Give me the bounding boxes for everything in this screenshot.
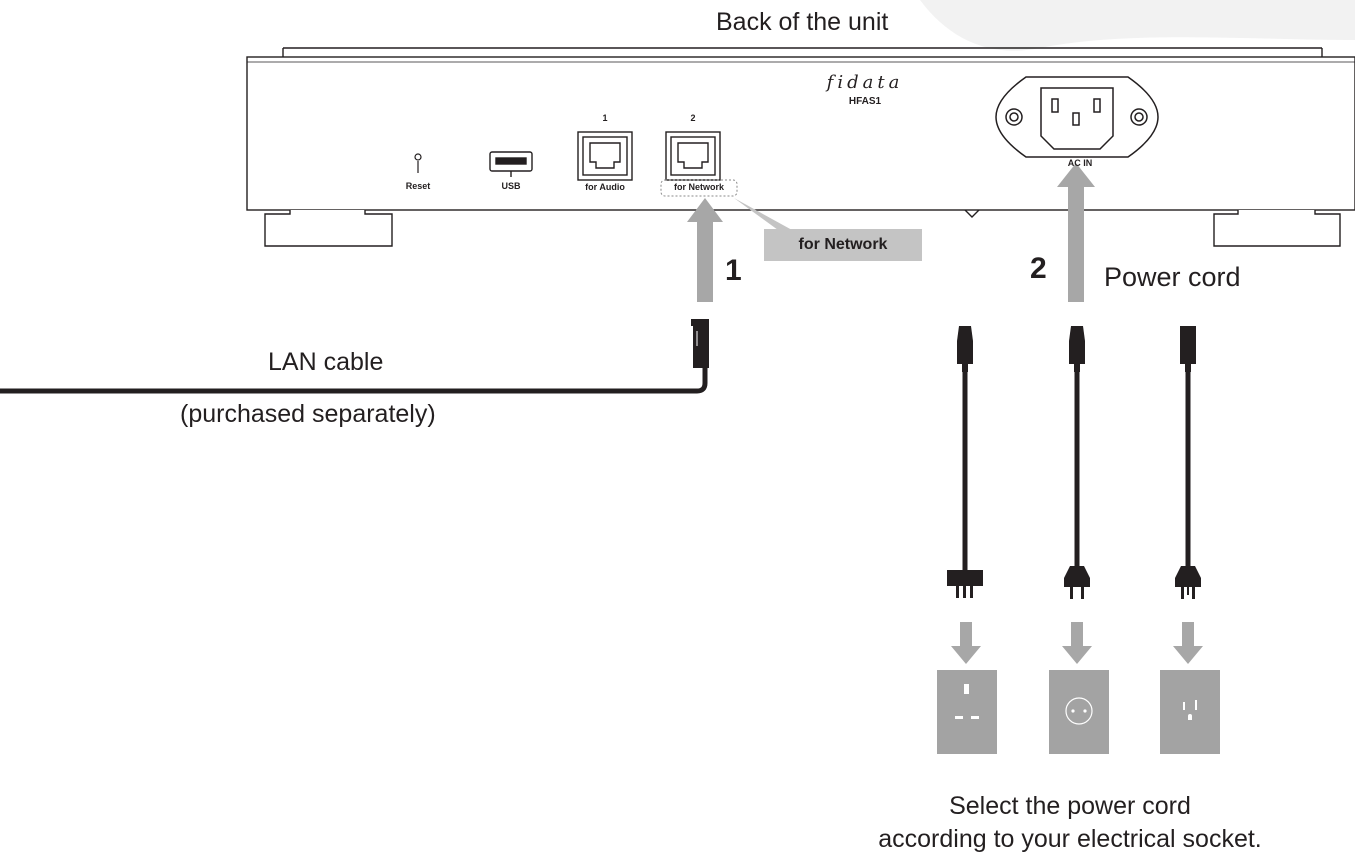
network-port-label: for Network — [673, 182, 724, 192]
network-port-number: 2 — [690, 113, 696, 123]
socket-arrow-1 — [951, 622, 981, 664]
socket-arrow-2 — [1062, 622, 1092, 664]
usb-port-icon — [489, 151, 533, 177]
background-swoosh — [920, 0, 1355, 51]
wall-socket-type-b-icon — [1160, 670, 1220, 754]
usb-label: USB — [501, 181, 521, 191]
ac-inlet-icon — [995, 76, 1159, 158]
callout-pointer — [734, 198, 792, 230]
reset-label: Reset — [405, 181, 431, 191]
select-note-line2: according to your electrical socket. — [878, 824, 1262, 853]
lan-cable — [0, 368, 708, 394]
select-note-line1: Select the power cord — [949, 792, 1191, 820]
step2-number: 2 — [1030, 252, 1047, 285]
step2-arrow — [1057, 163, 1095, 302]
ethernet-port-audio-icon — [577, 131, 633, 181]
network-port-highlight — [660, 179, 738, 197]
ac-inlet-label: AC IN — [1067, 158, 1093, 168]
model-name: HFAS1 — [848, 96, 882, 107]
step1-number: 1 — [725, 254, 742, 287]
power-cord-type-c — [1064, 326, 1090, 599]
diagram-title: Back of the unit — [716, 8, 889, 36]
ethernet-port-network-icon — [665, 131, 721, 181]
power-cord-type-g — [947, 326, 983, 598]
audio-port-number: 1 — [602, 113, 608, 123]
unit-back-panel — [246, 47, 1355, 218]
lan-cable-label: LAN cable — [268, 348, 384, 376]
wall-socket-type-c-icon — [1049, 670, 1109, 754]
select-power-cord-note: Select the power cord according to your … — [790, 790, 1350, 855]
audio-port-label: for Audio — [585, 182, 625, 192]
lan-connector-icon — [691, 319, 709, 368]
socket-arrow-3 — [1173, 622, 1203, 664]
brand-logo-text: fidata — [826, 72, 904, 93]
network-callout: for Network — [764, 229, 922, 261]
power-cord-label: Power cord — [1104, 262, 1241, 292]
purchased-separately-label: (purchased separately) — [180, 400, 436, 428]
wall-socket-type-g-icon — [937, 670, 997, 754]
power-cord-type-b — [1175, 326, 1201, 599]
unit-foot-right — [1213, 210, 1341, 247]
unit-foot-left — [264, 210, 393, 247]
reset-button-icon — [414, 153, 422, 173]
step1-arrow — [687, 198, 723, 302]
